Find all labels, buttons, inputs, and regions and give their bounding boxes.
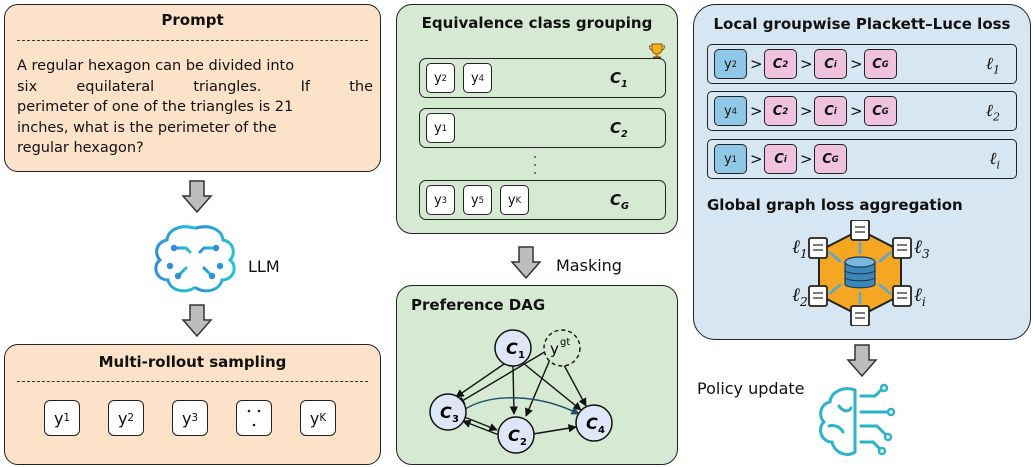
- greater-than: >: [800, 150, 813, 168]
- global-aggregation-title: Global graph loss aggregation: [707, 196, 963, 214]
- greater-than: >: [750, 55, 763, 73]
- svg-text:gt: gt: [560, 337, 570, 348]
- dag-panel: Preference DAG: [396, 285, 678, 465]
- global-loss-symbol: ℓi: [914, 284, 926, 309]
- greater-than: >: [800, 55, 813, 73]
- dag-node-c4: C 4: [575, 404, 613, 442]
- svg-text:3: 3: [452, 414, 459, 425]
- prompt-divider: [17, 40, 368, 41]
- svg-text:C: C: [586, 414, 598, 433]
- loss-symbol: ℓi: [989, 149, 1000, 172]
- vertical-ellipsis-icon: [534, 156, 536, 174]
- prompt-line: six equilateral triangles. If the: [17, 78, 373, 95]
- rollout-ellipsis-box: [236, 400, 272, 436]
- greater-than: >: [850, 102, 863, 120]
- down-arrow-icon: [846, 344, 878, 378]
- policy-update-label: Policy update: [697, 379, 805, 398]
- svg-text:4: 4: [598, 425, 605, 436]
- circuit-brain-icon: [819, 383, 896, 456]
- dag-node-c1: C 1: [494, 329, 532, 367]
- prompt-line: A regular hexagon can be divided into: [17, 58, 295, 74]
- prompt-line: perimeter of one of the triangles is 21: [17, 99, 294, 115]
- dag-graph: C 1 y gt C 3 C 2 C 4: [429, 329, 613, 454]
- sampling-divider: [17, 381, 368, 382]
- svg-text:1: 1: [518, 350, 525, 361]
- loss-symbol: ℓ2: [985, 101, 1000, 124]
- dag-node-c2: C 2: [497, 416, 535, 454]
- down-arrow-icon: [181, 180, 213, 214]
- class-label: C2: [610, 119, 628, 140]
- svg-text:C: C: [508, 426, 520, 445]
- llm-label: LLM: [248, 257, 280, 276]
- masking-label: Masking: [556, 256, 622, 275]
- loss-symbol: ℓ1: [985, 54, 1000, 77]
- greater-than: >: [750, 102, 763, 120]
- database-hub-icon: [808, 220, 912, 326]
- ellipsis-icon: [247, 409, 261, 427]
- prompt-panel: Prompt A regular hexagon can be divided …: [4, 4, 381, 172]
- down-arrow-icon: [510, 246, 542, 280]
- dag-title: Preference DAG: [411, 296, 546, 314]
- svg-text:2: 2: [520, 437, 527, 448]
- svg-text:y: y: [550, 340, 559, 358]
- prompt-text: A regular hexagon can be divided into si…: [17, 56, 373, 159]
- greater-than: >: [850, 55, 863, 73]
- prompt-line: inches, what is the perimeter of the: [17, 119, 277, 136]
- global-loss-symbol: ℓ2: [792, 284, 808, 309]
- global-loss-symbol: ℓ1: [792, 236, 808, 261]
- brain-icon: [154, 225, 236, 293]
- loss-title: Local groupwise Plackett–Luce loss: [713, 15, 1011, 33]
- grouping-title: Equivalence class grouping: [421, 14, 653, 32]
- down-arrow-icon: [181, 304, 213, 338]
- dag-node-ygt: y gt: [543, 329, 581, 367]
- dag-node-c3: C 3: [429, 393, 467, 431]
- svg-text:C: C: [440, 403, 452, 422]
- svg-text:C: C: [506, 339, 518, 358]
- greater-than: >: [750, 150, 763, 168]
- global-loss-symbol: ℓ3: [914, 236, 930, 261]
- prompt-line: regular hexagon?: [17, 140, 144, 156]
- trophy-icon: [648, 43, 666, 59]
- prompt-title: Prompt: [161, 11, 224, 29]
- class-label: C1: [610, 69, 628, 90]
- sampling-title: Multi-rollout sampling: [98, 353, 287, 371]
- greater-than: >: [800, 102, 813, 120]
- class-label: CG: [610, 191, 630, 212]
